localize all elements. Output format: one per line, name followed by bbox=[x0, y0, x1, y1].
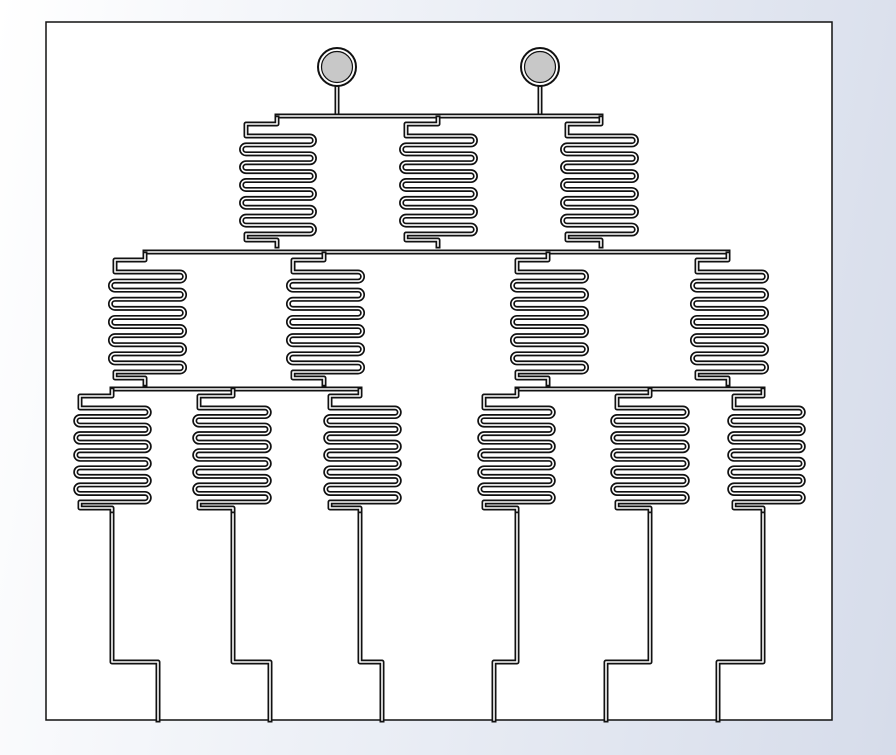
tier-2-serpentine-4-core bbox=[691, 253, 768, 385]
outlet-channel-4-core bbox=[493, 513, 518, 721]
tier-1-serpentine-1-core bbox=[240, 117, 316, 247]
outlet-channel-2-core bbox=[232, 513, 271, 721]
tier-3-serpentine-4 bbox=[477, 387, 556, 517]
outlet-channel-6 bbox=[715, 511, 766, 723]
tier-1-serpentine-2 bbox=[399, 115, 478, 249]
tier-3-serpentine-2 bbox=[192, 387, 272, 517]
tier-2-serpentine-3-outline bbox=[510, 251, 589, 387]
tier-3-serpentine-6 bbox=[727, 387, 806, 517]
tier-3-serpentine-3-core bbox=[324, 389, 401, 515]
tier-3-serpentine-2-core bbox=[193, 389, 271, 515]
tier-2-serpentine-2 bbox=[286, 251, 365, 387]
tier-1-serpentine-1 bbox=[239, 115, 317, 249]
tier-3-serpentine-6-core bbox=[728, 389, 805, 515]
outlet-channel-4 bbox=[491, 511, 520, 723]
tier-3-serpentine-5-core bbox=[611, 389, 689, 515]
tier-1-serpentine-3-outline bbox=[560, 115, 639, 249]
tier-3-serpentine-5 bbox=[610, 387, 690, 517]
outlet-channel-1 bbox=[109, 511, 161, 723]
outlet-channel-2 bbox=[230, 511, 273, 723]
tier-3-serpentine-1 bbox=[73, 387, 152, 517]
tier-3-serpentine-1-core bbox=[74, 389, 151, 515]
tier-1-serpentine-3-core bbox=[561, 117, 638, 247]
inlet-port-2 bbox=[523, 50, 557, 84]
tier-1-serpentine-2-outline bbox=[399, 115, 478, 249]
tier-2-serpentine-1-core bbox=[109, 253, 186, 385]
tier-3-serpentine-4-core bbox=[478, 389, 555, 515]
inlet-port-1 bbox=[320, 50, 354, 84]
tier-1-serpentine-3 bbox=[560, 115, 639, 249]
outlet-channel-6-core bbox=[717, 513, 764, 721]
tier-2-serpentine-4 bbox=[690, 251, 769, 387]
outlet-channel-5 bbox=[603, 511, 653, 723]
inlet-ports bbox=[317, 47, 560, 87]
tier-2-serpentine-1-outline bbox=[108, 251, 187, 387]
tier-2-serpentine-1 bbox=[108, 251, 187, 387]
tier-3-serpentine-3 bbox=[323, 387, 402, 517]
tier-1-serpentine-2-core bbox=[400, 117, 477, 247]
tier-2-serpentine-3-core bbox=[511, 253, 588, 385]
outlet-channel-5-core bbox=[605, 513, 651, 721]
tier-2-serpentine-4-outline bbox=[690, 251, 769, 387]
outlet-channel-1-core bbox=[111, 513, 159, 721]
tier-2-serpentine-3 bbox=[510, 251, 589, 387]
tier-1-serpentine-1-outline bbox=[239, 115, 317, 249]
outlet-channel-3 bbox=[357, 511, 385, 723]
outlet-channel-3-core bbox=[359, 513, 383, 721]
channel-network bbox=[73, 83, 806, 723]
tier-2-serpentine-2-core bbox=[287, 253, 364, 385]
tier-2-serpentine-2-outline bbox=[286, 251, 365, 387]
